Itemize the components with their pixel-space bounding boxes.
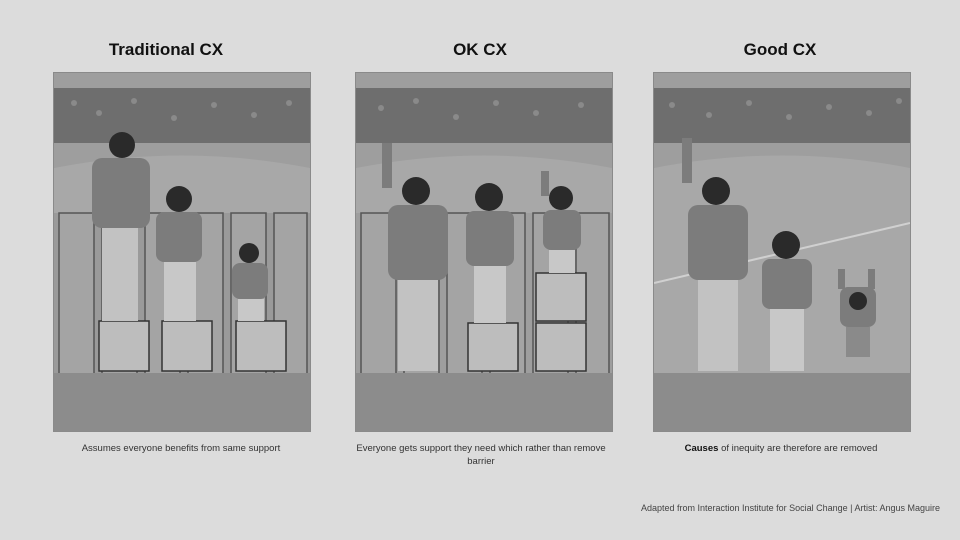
short-figure [541,171,581,273]
short-figure [838,269,876,357]
boxes [98,320,287,372]
panel-title-ok: OK CX [453,40,507,59]
stadium-crowd [54,88,310,143]
image-credit: Adapted from Interaction Institute for S… [641,503,940,513]
short-figure [232,243,268,321]
tall-figure [382,143,448,371]
ok-cx-illustration [355,72,613,432]
good-cx-illustration [653,72,911,432]
boxes [467,272,587,372]
stadium-crowd [654,88,910,143]
middle-figure [762,231,812,371]
caption-ok: Everyone gets support they need which ra… [356,443,606,467]
middle-figure [156,186,202,321]
caption-traditional: Assumes everyone benefits from same supp… [81,443,281,454]
traditional-cx-illustration [53,72,311,432]
stadium-crowd [356,88,612,143]
panel-title-traditional: Traditional CX [108,40,224,59]
tall-figure [92,132,150,321]
tall-figure [682,138,748,371]
caption-good: Causes of inequity are therefore are rem… [684,443,878,454]
panel-title-good: Good CX [743,40,817,59]
middle-figure [466,183,514,323]
